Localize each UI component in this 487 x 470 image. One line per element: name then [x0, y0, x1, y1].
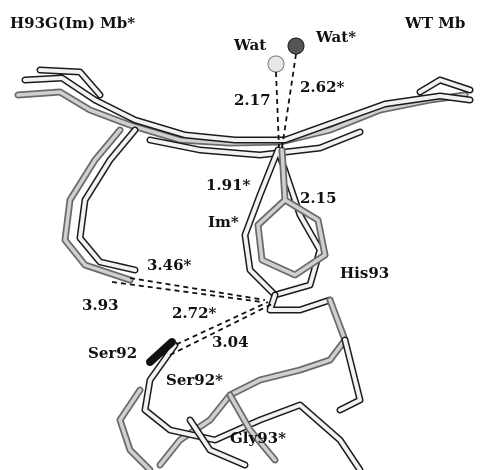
mutant-label: H93G(Im) Mb*	[10, 14, 135, 32]
water-star-atom	[287, 37, 305, 55]
wat-label: Wat	[233, 36, 266, 54]
left-backbone	[61, 126, 139, 284]
heme-structure	[14, 66, 474, 159]
water-molecules	[267, 37, 305, 73]
distance-272-label: 2.72*	[172, 304, 217, 322]
distance-fe-im-label: 1.91*	[206, 176, 251, 194]
his93-label: His93	[340, 264, 389, 282]
distance-lines	[111, 53, 297, 356]
water-atom	[267, 55, 285, 73]
wat-star-label: Wat*	[315, 28, 356, 46]
gly93-label: Gly93*	[230, 429, 286, 447]
distance-wat-label: 2.17	[234, 91, 271, 109]
imidazole-rings	[241, 146, 334, 314]
im-label: Im*	[208, 213, 239, 231]
distance-wat-star-label: 2.62*	[300, 78, 345, 96]
distance-346-label: 3.46*	[147, 256, 192, 274]
wildtype-label: WT Mb	[404, 14, 465, 32]
distance-fe-his-label: 2.15	[300, 189, 337, 207]
distance-393-label: 3.93	[82, 296, 119, 314]
distance-304-label: 3.04	[212, 333, 249, 351]
ser92-label: Ser92	[88, 344, 137, 362]
ser92-star-label: Ser92*	[166, 371, 223, 389]
